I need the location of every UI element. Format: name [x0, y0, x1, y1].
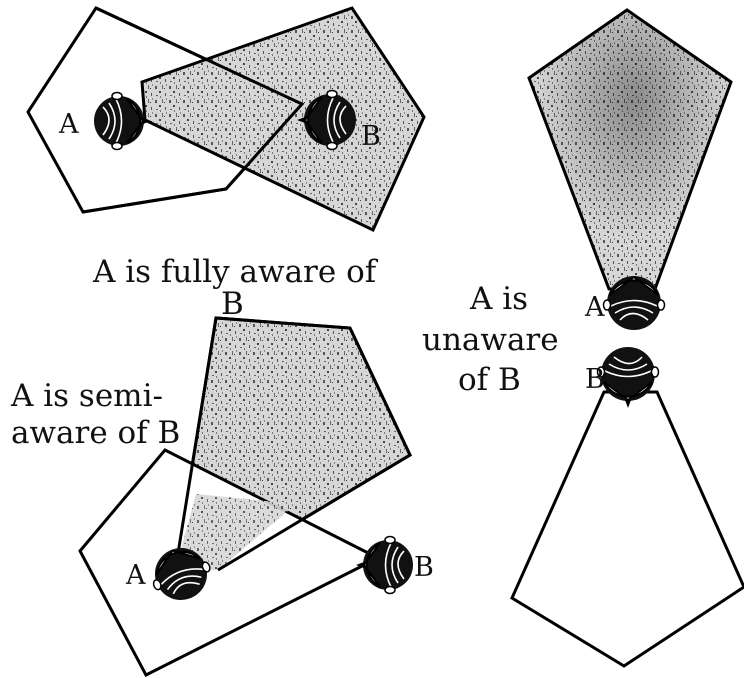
- caption-b: B: [221, 286, 244, 322]
- caption-unaware-2: unaware: [422, 322, 559, 358]
- caption-unaware-1: A is: [469, 281, 528, 317]
- caption-unaware-3: of B: [458, 362, 521, 398]
- caption-semi-aware-2: aware of B: [11, 415, 180, 451]
- label-a: A: [584, 292, 605, 323]
- panel-semi-aware: B A B A is semi- aware of B: [10, 286, 434, 675]
- awareness-region-a-dark: [529, 10, 731, 289]
- awareness-region-b: [512, 392, 744, 666]
- label-b: B: [585, 364, 605, 395]
- caption-semi-aware-1: A is semi-: [10, 378, 163, 414]
- label-a: A: [125, 560, 146, 591]
- caption-fully-aware: A is fully aware of: [92, 254, 379, 290]
- panel-unaware: A B A is unaware of B: [422, 10, 744, 666]
- label-b: B: [361, 121, 381, 152]
- label-b: B: [414, 552, 434, 583]
- head-icon: [356, 537, 413, 594]
- label-a: A: [58, 109, 79, 140]
- panel-fully-aware: A B A is fully aware of: [28, 8, 424, 290]
